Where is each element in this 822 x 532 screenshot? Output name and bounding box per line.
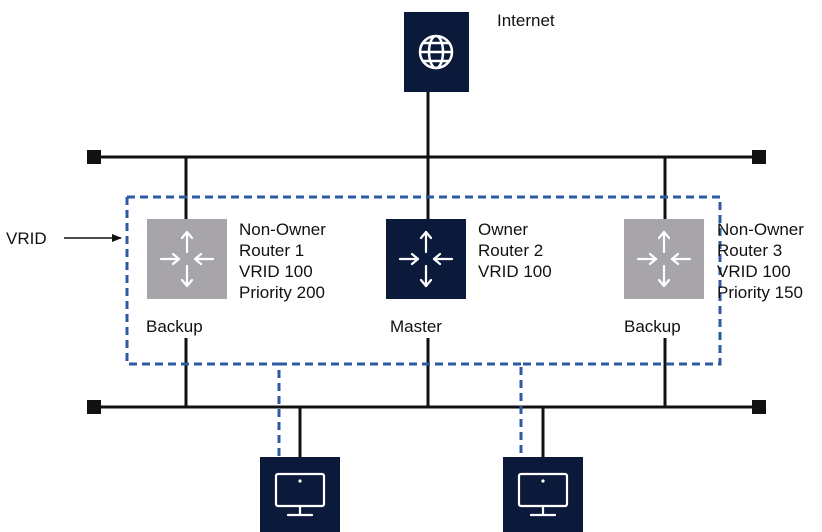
router-2	[386, 219, 466, 299]
router-1-role: Backup	[146, 317, 203, 336]
router-2-line-3: VRID 100	[478, 262, 552, 281]
router-2-line-1: Owner	[478, 220, 528, 239]
router-3	[624, 219, 704, 299]
router-3-role: Backup	[624, 317, 681, 336]
router-2-role: Master	[390, 317, 442, 336]
router-icon	[159, 230, 215, 288]
router-3-line-1: Non-Owner	[717, 220, 804, 239]
router-1-line-2: Router 1	[239, 241, 304, 260]
router-3-line-3: VRID 100	[717, 262, 791, 281]
vrid-boundary	[125, 195, 722, 457]
internet-label: Internet	[497, 11, 555, 30]
router-1-line-4: Priority 200	[239, 283, 325, 302]
globe-icon	[418, 34, 454, 70]
host-1	[260, 457, 340, 532]
router-2-line-2: Router 2	[478, 241, 543, 260]
router-3-line-4: Priority 150	[717, 283, 803, 302]
router-icon	[398, 230, 454, 288]
router-1	[147, 219, 227, 299]
host-2	[503, 457, 583, 532]
monitor-icon	[274, 472, 326, 517]
router-icon	[636, 230, 692, 288]
router-1-line-1: Non-Owner	[239, 220, 326, 239]
internet-node	[404, 12, 469, 92]
router-3-line-2: Router 3	[717, 241, 782, 260]
monitor-icon	[517, 472, 569, 517]
router-1-line-3: VRID 100	[239, 262, 313, 281]
vrid-label: VRID	[6, 229, 47, 248]
